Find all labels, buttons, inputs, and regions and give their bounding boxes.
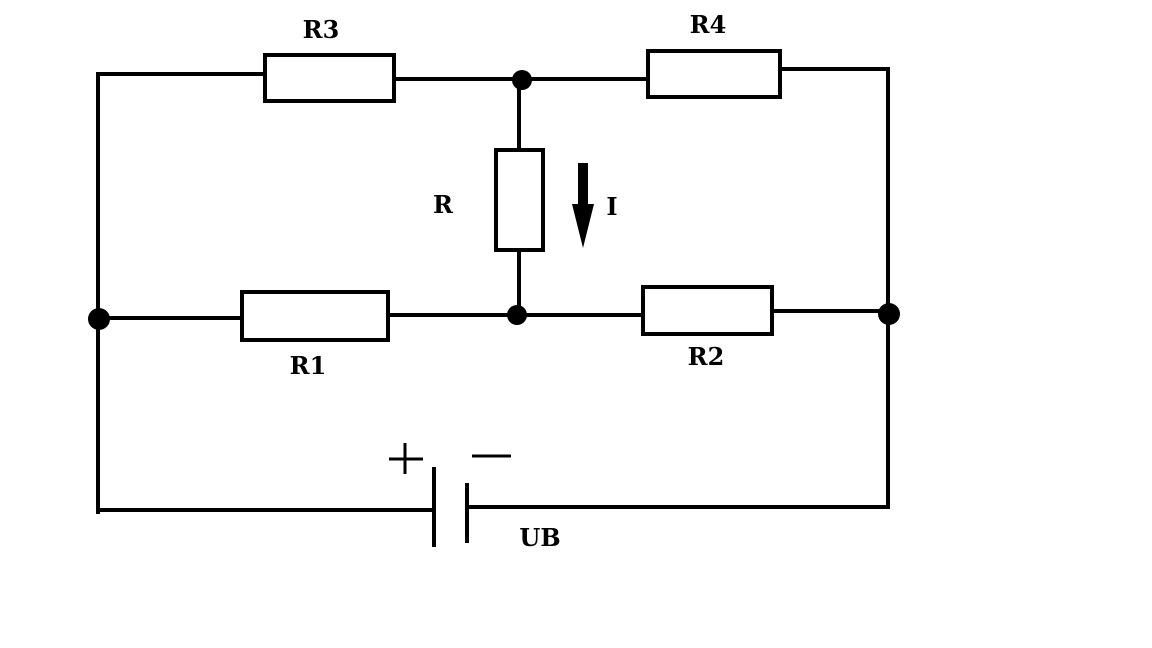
label-r: R <box>433 190 454 219</box>
resistor-r4 <box>646 49 782 99</box>
label-r3: R3 <box>303 15 340 44</box>
label-source: UB <box>519 523 560 552</box>
plus-sign <box>389 443 423 474</box>
label-r4: R4 <box>690 10 727 39</box>
resistor-r3 <box>263 53 396 103</box>
node-top-middle <box>512 70 532 90</box>
wire-top-right <box>778 67 890 509</box>
resistor-r <box>494 148 545 252</box>
wires <box>96 67 890 514</box>
resistor-r1 <box>240 290 390 342</box>
label-r2: R2 <box>688 342 725 371</box>
node-left <box>88 308 110 330</box>
node-right <box>878 303 900 325</box>
node-middle <box>507 305 527 325</box>
current-arrow-icon <box>572 163 594 248</box>
label-r1: R1 <box>290 351 327 380</box>
battery <box>389 443 511 547</box>
resistor-r2 <box>641 285 774 336</box>
label-current: I <box>606 192 617 221</box>
